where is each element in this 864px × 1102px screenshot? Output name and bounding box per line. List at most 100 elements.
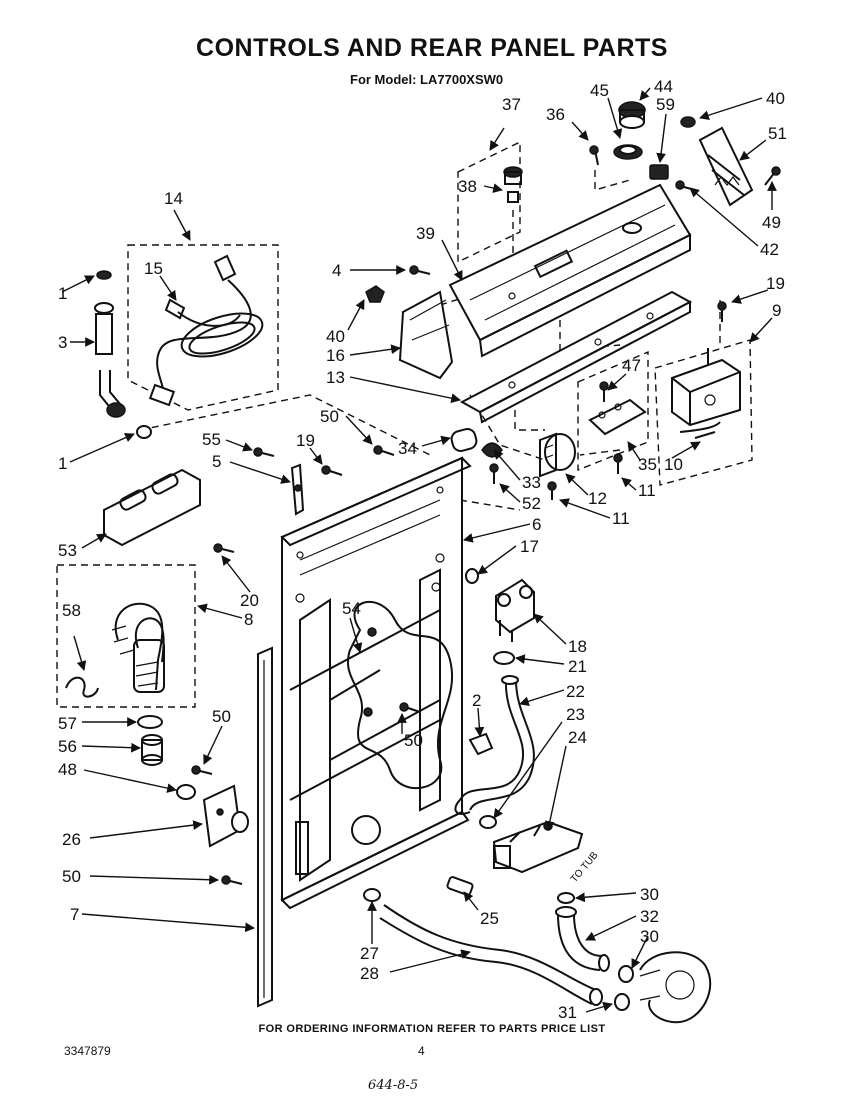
callout-12: 12: [588, 489, 607, 508]
knob-44: [618, 101, 646, 129]
callout-42: 42: [760, 240, 779, 259]
callout-48: 48: [58, 760, 77, 779]
callout-45: 45: [590, 81, 609, 100]
callout-51: 51: [768, 124, 787, 143]
callout-4: 4: [332, 261, 341, 280]
callout-39: 39: [416, 224, 435, 243]
callout-18: 18: [568, 637, 587, 656]
callout-55: 55: [202, 430, 221, 449]
clamp-57: [137, 715, 163, 729]
callout-10: 10: [664, 455, 683, 474]
pressure-switch-12: [539, 432, 576, 478]
timer-motor-9: [671, 348, 741, 439]
callout-54: 54: [342, 599, 361, 618]
callout-labels: 37 36 45 44 59 40 51 38 49 42 39 4 40 16…: [58, 77, 787, 1022]
coupling-56: [141, 734, 163, 766]
callout-5: 5: [212, 452, 221, 471]
callout-23: 23: [566, 705, 585, 724]
clamp-30-top: [557, 892, 575, 904]
screw-19-right: [717, 301, 727, 322]
group-box-37: [457, 140, 521, 264]
clamp-27: [363, 888, 381, 902]
screw-50-bottom: [221, 875, 243, 885]
callout-1-bottom: 1: [58, 454, 67, 473]
callout-15: 15: [144, 259, 163, 278]
screw-50-bracket: [191, 765, 213, 775]
callout-36: 36: [546, 105, 565, 124]
callout-44: 44: [654, 77, 673, 96]
screw-19-left: [321, 465, 343, 476]
group-box-47: [577, 350, 649, 472]
clamp-30: [618, 965, 634, 983]
callout-58: 58: [62, 601, 81, 620]
strain-relief-3: [94, 302, 126, 418]
callout-19-left: 19: [296, 431, 315, 450]
clip-40-left: [365, 285, 385, 303]
callout-17: 17: [520, 537, 539, 556]
screw-33: [489, 463, 499, 484]
callout-47: 47: [622, 356, 641, 375]
callout-40-top: 40: [766, 89, 785, 108]
clip-40-top: [680, 116, 696, 128]
callout-20: 20: [240, 591, 259, 610]
callout-16: 16: [326, 346, 345, 365]
callout-38: 38: [458, 177, 477, 196]
callout-9: 9: [772, 301, 781, 320]
callout-50-panel: 50: [404, 731, 423, 750]
washer-17: [465, 568, 479, 584]
callout-26: 26: [62, 830, 81, 849]
callout-31: 31: [558, 1003, 577, 1022]
wire-harness-54: [347, 601, 453, 789]
callout-8: 8: [244, 610, 253, 629]
callout-57: 57: [58, 714, 77, 733]
washer-1-bottom: [136, 425, 152, 439]
console-end-cap-16: [398, 290, 454, 380]
washer-1-top: [96, 270, 112, 280]
callout-11-a: 11: [638, 481, 656, 500]
callout-11-b: 11: [612, 509, 630, 528]
callout-32: 32: [640, 907, 659, 926]
callout-34: 34: [398, 439, 417, 458]
washer-21: [493, 651, 515, 665]
callout-22: 22: [566, 682, 585, 701]
callout-6: 6: [532, 515, 541, 534]
clamp-48: [176, 784, 196, 800]
callout-2: 2: [472, 691, 481, 710]
group-box-8: [56, 564, 196, 708]
cover-plate-53: [103, 468, 201, 547]
clamp-31: [614, 993, 630, 1011]
page-number: 4: [418, 1044, 425, 1058]
console-bracket-13: [459, 290, 693, 424]
callout-30-bottom: 30: [640, 927, 659, 946]
callout-49: 49: [762, 213, 781, 232]
callout-52: 52: [522, 494, 541, 513]
callout-50-bottom: 50: [62, 867, 81, 886]
callout-35: 35: [638, 455, 657, 474]
ordering-footer: FOR ORDERING INFORMATION REFER TO PARTS …: [258, 1023, 606, 1035]
screw-4: [409, 265, 431, 275]
clamp-23: [479, 815, 497, 829]
siphon-break-24: [492, 820, 584, 874]
water-valve-18: [495, 578, 535, 642]
callout-50-top: 50: [320, 407, 339, 426]
page-title: CONTROLS AND REAR PANEL PARTS: [196, 34, 668, 62]
nozzle-2: [468, 732, 494, 756]
drain-hose-28: [379, 904, 603, 1006]
screw-50-panel: [399, 702, 421, 713]
group-box-9: [654, 339, 753, 486]
document-number: 3347879: [64, 1044, 111, 1058]
timer-bracket-51: [698, 126, 754, 207]
side-trim-7: [257, 646, 273, 1008]
screw-20: [213, 543, 235, 553]
tub-hose-32: [555, 906, 610, 972]
callout-7: 7: [70, 905, 79, 924]
clip-5: [290, 463, 305, 516]
screw-50-top: [373, 445, 395, 456]
screw-55: [253, 447, 275, 457]
callout-25: 25: [480, 909, 499, 928]
callout-40-left: 40: [326, 327, 345, 346]
button-38: [503, 166, 523, 203]
callout-56: 56: [58, 737, 77, 756]
cylinder-34: [450, 428, 478, 452]
callout-53: 53: [58, 541, 77, 560]
